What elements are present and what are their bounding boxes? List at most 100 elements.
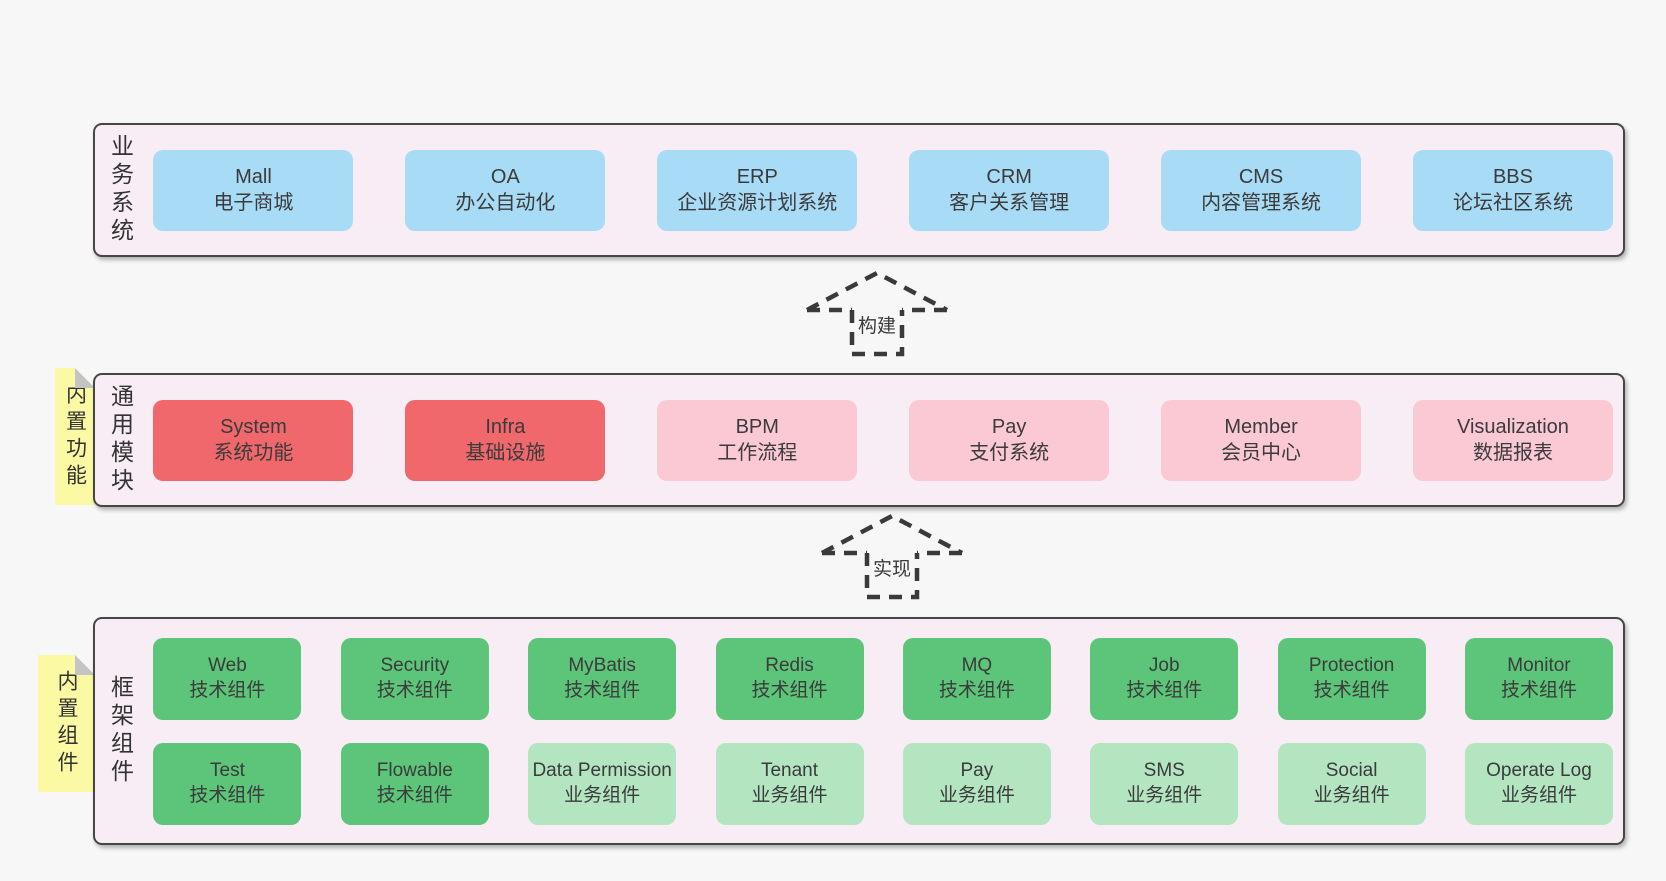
box-erp: ERP 企业资源计划系统 [657, 149, 858, 231]
box-name: Tenant [760, 760, 819, 782]
arrow-up-dashed-icon [806, 270, 948, 357]
box-desc: 业务组件 [938, 784, 1015, 806]
box-name: CRM [986, 165, 1032, 188]
band-business-systems: 业务系统 Mall 电子商城 OA 办公自动化 ERP 企业资源计划系统 CRM… [93, 123, 1625, 257]
component-row-2: Test 技术组件 Flowable 技术组件 Data Permission … [153, 742, 1613, 825]
box-mall: Mall 电子商城 [153, 149, 354, 231]
box-name: Member [1224, 415, 1298, 438]
box-desc: 业务组件 [564, 784, 641, 806]
box-mq: MQ 技术组件 [902, 637, 1051, 720]
box-bbs: BBS 论坛社区系统 [1412, 149, 1613, 231]
band-common-modules: 通用模块 System 系统功能 Infra 基础设施 BPM 工作流程 Pay… [93, 373, 1625, 507]
box-desc: 工作流程 [717, 442, 798, 464]
box-desc: 业务组件 [1126, 784, 1203, 806]
box-desc: 技术组件 [376, 679, 453, 701]
box-desc: 企业资源计划系统 [677, 192, 838, 214]
box-desc: 系统功能 [213, 442, 294, 464]
box-security: Security 技术组件 [340, 637, 489, 720]
box-data-permission: Data Permission 业务组件 [528, 742, 677, 825]
box-pay-biz: Pay 业务组件 [902, 742, 1051, 825]
box-mybatis: MyBatis 技术组件 [528, 637, 677, 720]
box-crm: CRM 客户关系管理 [909, 149, 1110, 231]
box-desc: 电子商城 [213, 192, 294, 214]
box-social: Social 业务组件 [1277, 742, 1426, 825]
component-row-1: Web 技术组件 Security 技术组件 MyBatis 技术组件 Redi… [153, 637, 1613, 720]
box-name: MQ [961, 655, 993, 677]
box-name: Pay [991, 415, 1027, 438]
box-bpm: BPM 工作流程 [657, 399, 858, 481]
arrow-implement-icon: 实现 [821, 512, 963, 600]
arrow-implement-label: 实现 [869, 554, 915, 581]
box-protection: Protection 技术组件 [1277, 637, 1426, 720]
arrow-build-label: 构建 [854, 311, 900, 338]
business-boxes: Mall 电子商城 OA 办公自动化 ERP 企业资源计划系统 CRM 客户关系… [133, 149, 1623, 231]
box-desc: 业务组件 [751, 784, 828, 806]
sticky-built-in-functions: 内置功能 [55, 368, 95, 505]
box-name: SMS [1143, 760, 1185, 782]
box-operate-log: Operate Log 业务组件 [1464, 742, 1613, 825]
box-desc: 数据报表 [1472, 442, 1553, 464]
box-test: Test 技术组件 [153, 742, 302, 825]
box-desc: 内容管理系统 [1201, 192, 1322, 214]
box-name: Redis [765, 655, 814, 677]
box-member: Member 会员中心 [1161, 399, 1362, 481]
box-desc: 技术组件 [1126, 679, 1203, 701]
box-name: Mall [235, 165, 272, 188]
box-desc: 技术组件 [189, 679, 266, 701]
box-tenant: Tenant 业务组件 [715, 742, 864, 825]
sticky-label: 内置功能 [63, 382, 87, 491]
box-name: Visualization [1457, 415, 1569, 438]
box-sms: SMS 业务组件 [1090, 742, 1239, 825]
box-name: Social [1325, 760, 1378, 782]
box-name: BPM [735, 415, 779, 438]
sticky-fold-corner-icon [75, 368, 95, 388]
box-desc: 论坛社区系统 [1452, 192, 1573, 214]
box-desc: 客户关系管理 [949, 192, 1070, 214]
box-name: Protection [1308, 655, 1395, 677]
box-name: Job [1148, 655, 1180, 677]
box-desc: 技术组件 [189, 784, 266, 806]
box-desc: 业务组件 [1500, 784, 1577, 806]
box-name: Operate Log [1486, 760, 1592, 782]
box-desc: 基础设施 [465, 442, 546, 464]
box-desc: 支付系统 [969, 442, 1050, 464]
box-desc: 会员中心 [1221, 442, 1302, 464]
box-visualization: Visualization 数据报表 [1412, 399, 1613, 481]
box-desc: 技术组件 [564, 679, 641, 701]
sticky-label: 内置组件 [55, 669, 78, 778]
box-name: Infra [485, 415, 526, 438]
box-name: Monitor [1507, 655, 1571, 677]
band-framework-components: 框架组件 Web 技术组件 Security 技术组件 MyBatis 技术组件… [93, 617, 1625, 845]
box-system: System 系统功能 [153, 399, 354, 481]
box-desc: 业务组件 [1313, 784, 1390, 806]
box-name: Data Permission [532, 760, 672, 782]
box-name: Web [208, 655, 247, 677]
band-business-label: 业务系统 [107, 134, 134, 246]
box-name: Test [210, 760, 245, 782]
sticky-fold-corner-icon [75, 655, 95, 675]
module-boxes: System 系统功能 Infra 基础设施 BPM 工作流程 Pay 支付系统… [133, 399, 1623, 481]
box-job: Job 技术组件 [1090, 637, 1239, 720]
box-desc: 技术组件 [1313, 679, 1390, 701]
box-desc: 办公自动化 [455, 192, 556, 214]
box-monitor: Monitor 技术组件 [1464, 637, 1613, 720]
box-name: ERP [736, 165, 778, 188]
box-name: Flowable [376, 760, 453, 782]
box-name: MyBatis [568, 655, 636, 677]
band-components-label: 框架组件 [107, 675, 134, 787]
box-redis: Redis 技术组件 [715, 637, 864, 720]
arrow-up-dashed-icon [821, 513, 963, 600]
component-rows: Web 技术组件 Security 技术组件 MyBatis 技术组件 Redi… [133, 637, 1623, 825]
box-name: Pay [960, 760, 994, 782]
sticky-built-in-components: 内置组件 [38, 655, 95, 792]
box-oa: OA 办公自动化 [405, 149, 606, 231]
box-web: Web 技术组件 [153, 637, 302, 720]
box-desc: 技术组件 [1500, 679, 1577, 701]
band-modules-label: 通用模块 [107, 384, 134, 496]
box-cms: CMS 内容管理系统 [1161, 149, 1362, 231]
box-name: OA [490, 165, 520, 188]
arrow-build-icon: 构建 [806, 269, 948, 357]
box-name: CMS [1238, 165, 1284, 188]
box-infra: Infra 基础设施 [405, 399, 606, 481]
